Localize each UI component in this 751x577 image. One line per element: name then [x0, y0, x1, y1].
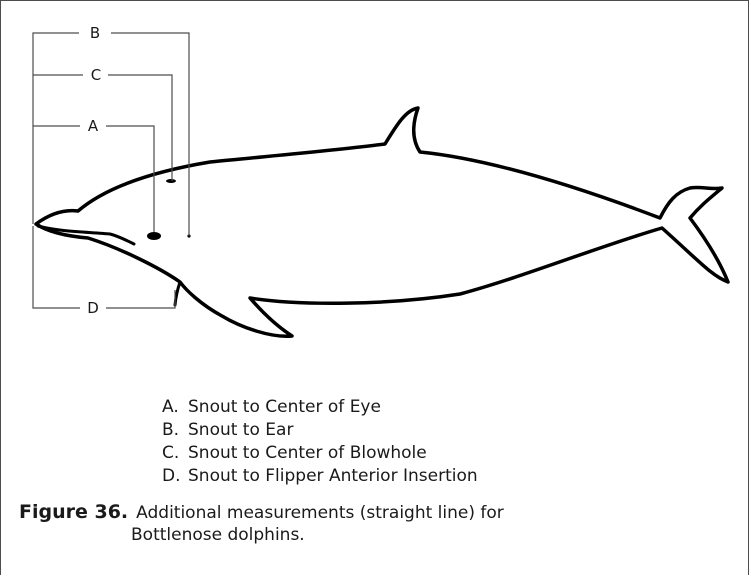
dolphin-body-outline: [36, 108, 728, 336]
bracket-label-a: A: [88, 117, 99, 135]
bracket-b: [33, 33, 189, 236]
caption-text-line2: Bottlenose dolphins.: [19, 524, 504, 546]
legend-item-b: B.Snout to Ear: [162, 419, 478, 442]
measurement-legend: A.Snout to Center of Eye B.Snout to Ear …: [162, 396, 478, 488]
legend-item-a: A.Snout to Center of Eye: [162, 396, 478, 419]
legend-text: Snout to Ear: [188, 420, 293, 440]
dolphin-mouth-line: [38, 226, 134, 244]
legend-text: Snout to Center of Blowhole: [188, 443, 427, 463]
legend-text: Snout to Flipper Anterior Insertion: [188, 466, 478, 486]
bracket-c: [33, 75, 172, 181]
figure-caption: Figure 36. Additional measurements (strai…: [19, 501, 504, 546]
legend-letter: C.: [162, 442, 188, 465]
bracket-label-b: B: [90, 24, 100, 42]
bracket-label-c: C: [91, 66, 101, 84]
legend-letter: A.: [162, 396, 188, 419]
legend-item-d: D.Snout to Flipper Anterior Insertion: [162, 465, 478, 488]
bracket-label-d: D: [87, 299, 99, 317]
dolphin-eye: [147, 232, 161, 240]
figure-number: Figure 36.: [19, 501, 128, 523]
legend-letter: B.: [162, 419, 188, 442]
legend-item-c: C.Snout to Center of Blowhole: [162, 442, 478, 465]
legend-text: Snout to Center of Eye: [188, 397, 381, 417]
legend-letter: D.: [162, 465, 188, 488]
dolphin-blowhole: [166, 179, 176, 183]
dolphin-flipper-line: [175, 282, 180, 305]
caption-text-line1: Additional measurements (straight line) …: [136, 503, 504, 523]
